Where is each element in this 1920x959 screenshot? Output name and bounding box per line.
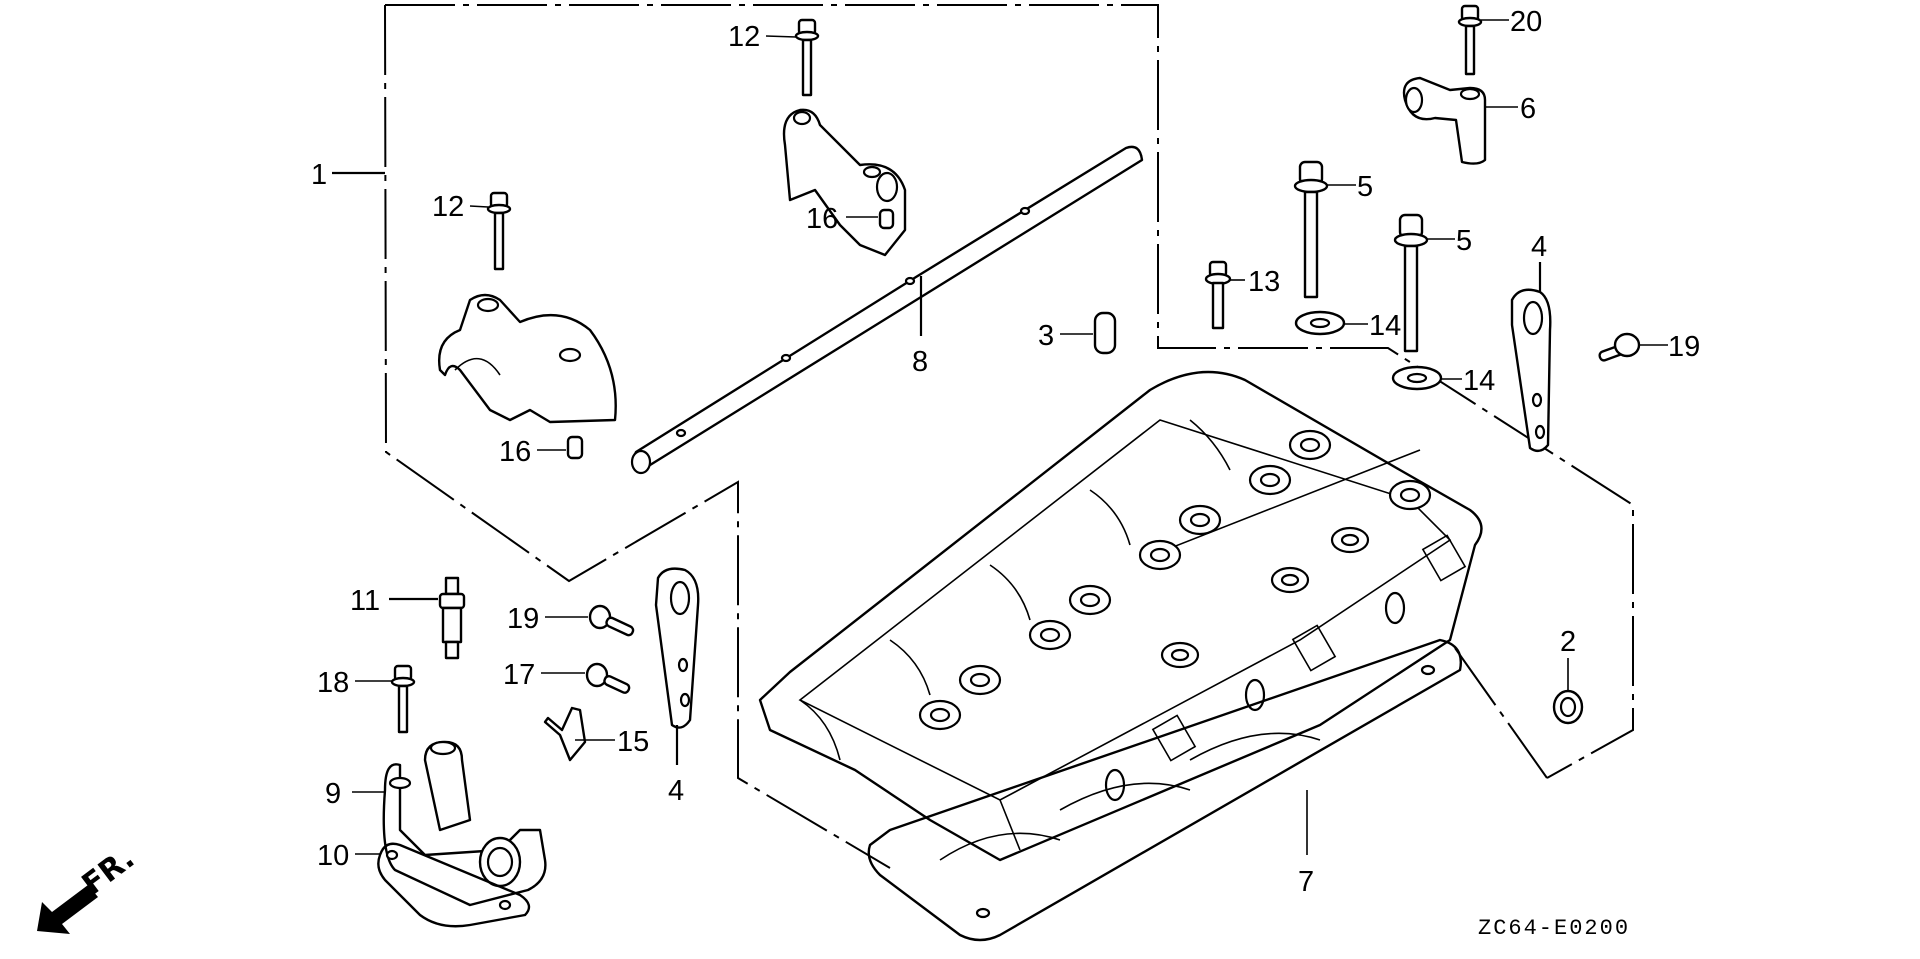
svg-text:17: 17: [503, 659, 535, 691]
dowel-pin-16-upper[interactable]: [878, 208, 895, 230]
callout-4-right[interactable]: 4: [1531, 231, 1547, 292]
bolt-12-left[interactable]: [486, 191, 512, 271]
washer-14a[interactable]: [1294, 310, 1346, 336]
bracket-6[interactable]: [1402, 76, 1487, 165]
stud-bolt-11[interactable]: [438, 576, 466, 660]
callout-11[interactable]: 11: [350, 585, 438, 617]
bolt-20[interactable]: [1457, 4, 1483, 76]
front-direction-indicator: FR.: [37, 841, 141, 934]
water-outlet-9[interactable]: [382, 740, 547, 907]
callout-20[interactable]: 20: [1481, 6, 1542, 38]
callout-16-lower[interactable]: 16: [499, 436, 566, 468]
callout-2[interactable]: 2: [1560, 626, 1576, 690]
cylinder-head[interactable]: [758, 370, 1483, 862]
callout-14b[interactable]: 14: [1441, 365, 1495, 397]
svg-text:5: 5: [1357, 171, 1373, 203]
callout-19-left[interactable]: 19: [507, 603, 588, 635]
callout-16-upper[interactable]: 16: [806, 203, 878, 235]
svg-text:4: 4: [668, 775, 684, 807]
arrow-down-left-icon: [37, 885, 98, 934]
bolt-13[interactable]: [1204, 260, 1232, 330]
engine-hanger-4-right[interactable]: [1510, 288, 1552, 453]
svg-text:8: 8: [912, 346, 928, 378]
group-boundary-right-bottom: [1454, 647, 1548, 779]
diagram-reference-code: ZC64-E0200: [1478, 916, 1630, 941]
svg-text:9: 9: [325, 778, 341, 810]
svg-text:19: 19: [507, 603, 539, 635]
svg-text:4: 4: [1531, 231, 1547, 263]
svg-text:12: 12: [432, 191, 464, 223]
callout-15[interactable]: 15: [575, 726, 649, 758]
bolt-17[interactable]: [585, 662, 631, 694]
gasket-10[interactable]: [377, 842, 531, 928]
cam-journals: [799, 419, 1231, 761]
callout-6[interactable]: 6: [1486, 93, 1536, 125]
callout-19-right[interactable]: 19: [1640, 331, 1700, 363]
engine-hanger-4-left[interactable]: [654, 567, 700, 729]
svg-text:1: 1: [311, 159, 327, 191]
rocker-holder-upper[interactable]: [782, 108, 907, 257]
washer-14b[interactable]: [1391, 365, 1443, 391]
svg-text:5: 5: [1456, 225, 1472, 257]
svg-text:2: 2: [1560, 626, 1576, 658]
rocker-shaft[interactable]: [630, 145, 1144, 475]
dowel-pin-16-lower[interactable]: [566, 435, 584, 460]
callout-10[interactable]: 10: [317, 840, 380, 872]
head-gasket-7[interactable]: [867, 638, 1462, 942]
valve-bosses: [918, 429, 1432, 731]
callout-12-upper[interactable]: 12: [728, 21, 797, 53]
svg-text:18: 18: [317, 667, 349, 699]
group-boundary-left: [384, 4, 891, 869]
svg-text:15: 15: [617, 726, 649, 758]
rocker-holder-left[interactable]: [438, 293, 617, 424]
svg-text:16: 16: [499, 436, 531, 468]
svg-text:7: 7: [1298, 866, 1314, 898]
callout-12-left[interactable]: 12: [432, 191, 489, 223]
svg-text:19: 19: [1668, 331, 1700, 363]
callout-4-left[interactable]: 4: [668, 725, 684, 807]
head-bolt-5a[interactable]: [1293, 160, 1329, 299]
callout-17[interactable]: 17: [503, 659, 585, 691]
svg-text:12: 12: [728, 21, 760, 53]
callout-5a[interactable]: 5: [1327, 171, 1373, 203]
group-boundary-rocker: [385, 4, 1634, 779]
bolt-12-upper[interactable]: [794, 18, 820, 97]
callout-14a[interactable]: 14: [1344, 310, 1401, 342]
svg-text:13: 13: [1248, 266, 1280, 298]
callout-8[interactable]: 8: [912, 276, 928, 378]
callout-13[interactable]: 13: [1230, 266, 1280, 298]
bolt-18[interactable]: [390, 664, 416, 734]
svg-text:20: 20: [1510, 6, 1542, 38]
callout-7[interactable]: 7: [1298, 790, 1314, 898]
sealing-plug-2[interactable]: [1552, 689, 1584, 725]
exhaust-ports: [1104, 534, 1467, 802]
callout-3[interactable]: 3: [1038, 320, 1093, 352]
bolt-19-left[interactable]: [588, 604, 635, 637]
callout-1[interactable]: 1: [311, 159, 385, 191]
svg-text:16: 16: [806, 203, 838, 235]
clamp-15[interactable]: [543, 706, 587, 762]
svg-text:14: 14: [1463, 365, 1495, 397]
svg-text:11: 11: [350, 585, 380, 617]
callout-18[interactable]: 18: [317, 667, 392, 699]
bolt-19-right[interactable]: [1598, 332, 1641, 362]
callout-9[interactable]: 9: [325, 778, 384, 810]
svg-text:10: 10: [317, 840, 349, 872]
dowel-pin-3[interactable]: [1093, 311, 1117, 355]
svg-text:14: 14: [1369, 310, 1401, 342]
svg-text:3: 3: [1038, 320, 1054, 352]
head-bolt-5b[interactable]: [1393, 213, 1429, 353]
callout-5b[interactable]: 5: [1427, 225, 1472, 257]
svg-text:6: 6: [1520, 93, 1536, 125]
